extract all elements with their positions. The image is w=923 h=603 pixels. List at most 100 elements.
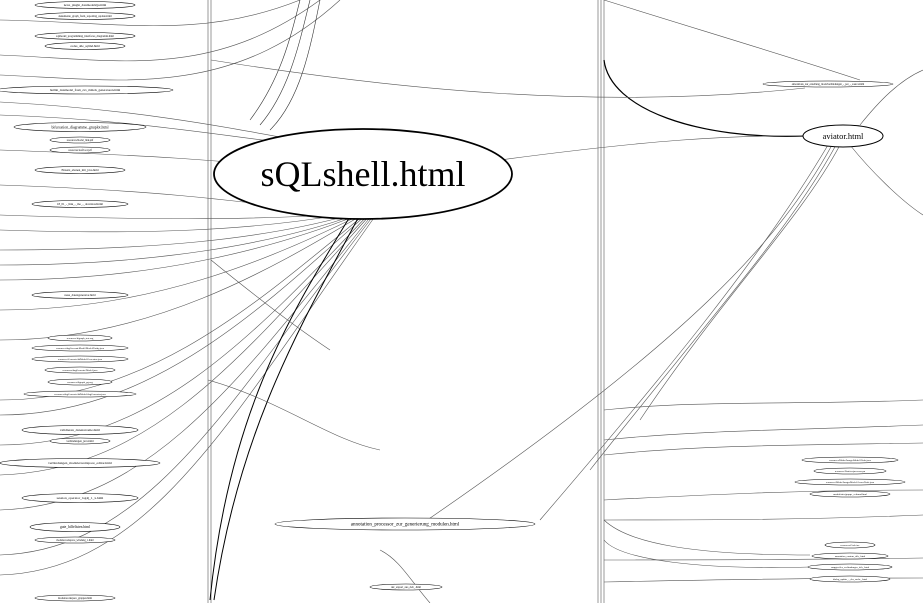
node-ellipse	[49, 146, 111, 154]
graph-node[interactable]: validieren_datenstrome.html	[21, 425, 139, 435]
edge	[603, 442, 923, 456]
node-ellipse	[809, 575, 891, 583]
edge	[207, 379, 381, 451]
graph-node[interactable]: resources/Bilder/ImagesModel/Node.java	[801, 456, 899, 464]
node-label: builtin_datamodel_from_zvs_mittels_gener…	[50, 88, 120, 92]
node-label: neue_datengenerator.html	[64, 293, 95, 297]
node-ellipse	[31, 200, 129, 208]
edge	[249, 0, 301, 121]
node-ellipse	[762, 80, 894, 88]
graph-node[interactable]: session_operator_log4j_1_x.html	[21, 493, 139, 503]
graph-node[interactable]: resources/Code/src	[824, 541, 876, 549]
graph-node[interactable]: cmpgen/des_verbindungen_deb_.html	[807, 563, 893, 571]
edge	[603, 489, 923, 501]
node-ellipse	[213, 128, 513, 220]
node-label: resources/model_link.pdf	[67, 139, 94, 142]
edge	[603, 514, 923, 521]
node-label: Einsatz_ebenen_mit_java.html	[61, 168, 98, 172]
node-label: dialog_update_-_des_sache_.html	[833, 578, 867, 581]
edge	[603, 0, 861, 81]
graph-node[interactable]: news_plugin_datamodel2gu.html	[34, 1, 136, 9]
edge	[259, 0, 311, 126]
node-label: resources/dagGenerate/Model.java	[63, 369, 99, 372]
edge	[603, 424, 923, 441]
node-label: resources/digraph_test.svg	[67, 337, 94, 340]
edge	[859, 69, 923, 126]
graph-node[interactable]: codes_alle_sqlmd.html	[44, 42, 126, 50]
graph-node[interactable]: neue_datengenerator.html	[31, 291, 129, 299]
node-ellipse	[34, 536, 116, 544]
node-label: resources/Code/src	[840, 544, 860, 547]
node-ellipse	[34, 1, 136, 9]
graph-node[interactable]: moduleworkspace_windung_1.html	[34, 536, 116, 544]
node-ellipse	[49, 136, 111, 144]
edge	[0, 214, 361, 311]
edge	[0, 214, 341, 233]
node-label: moduleinfo/gruppe_verbund.html	[833, 493, 867, 496]
graph-node[interactable]: moduleinfo/gruppe_verbund.html	[809, 490, 891, 498]
graph-node[interactable]: resources/dagGenerateModel/Model/Entity.…	[31, 344, 129, 352]
graph-node[interactable]: resources/model_link.pdf	[49, 136, 111, 144]
graph-node[interactable]: moduleworkspace_gruppen.html	[34, 594, 116, 602]
graph-node[interactable]: gute_hilfelisten.html	[29, 522, 121, 532]
edge	[0, 214, 367, 416]
node-label: aviator.html	[823, 131, 864, 141]
edge	[849, 144, 923, 216]
edge	[269, 0, 321, 131]
graph-node[interactable]: Einsatz_ebenen_mit_java.html	[34, 166, 126, 174]
node-ellipse	[47, 334, 113, 342]
graph-node[interactable]: bifurcation_diagramme_gnuplot.html	[13, 122, 147, 132]
node-label: resources/leaf/tool.pdf	[68, 149, 91, 152]
node-ellipse	[21, 493, 139, 503]
graph-node[interactable]: dialog_update_-_des_sache_.html	[809, 575, 891, 583]
graph-node[interactable]: annotation_processor_zur_generierung_mod…	[274, 517, 536, 531]
node-label: gute_hilfelisten.html	[60, 525, 90, 529]
node-ellipse	[809, 490, 891, 498]
graph-node[interactable]: resources/dagGenerate/Model.java	[44, 366, 116, 374]
node-label: verbindungen_modulerweitzpace_editor.htm…	[48, 461, 112, 465]
node-ellipse	[824, 541, 876, 549]
graph-node[interactable]: resources/digraph_pg.svg	[47, 378, 113, 386]
graph-node[interactable]: sqlmodel_programming_interfaces_diagramm…	[34, 32, 136, 40]
graph-node[interactable]: verbindungen_java.html	[49, 437, 111, 445]
node-layer: sQLshell.html aviator.html annotation_proc…	[0, 1, 906, 602]
graph-node[interactable]: builtin_datamodel_from_zvs_mittels_gener…	[0, 85, 174, 95]
graph-node[interactable]: resources/Bilder/ImagesModel/ArrowNode.j…	[794, 478, 906, 486]
edge	[603, 59, 806, 137]
node-label: resources/Generate/ddModel/Generator.jav…	[58, 358, 103, 361]
graph-node[interactable]: annotations_zur_erstellung_modelverbindu…	[762, 80, 894, 88]
node-ellipse	[31, 355, 129, 363]
graph-node[interactable]: resources/Generate/ddModel/Generator.jav…	[31, 355, 129, 363]
graph-node[interactable]: der_export_aus_deb_.html	[369, 583, 443, 591]
node-label: session_operator_log4j_1_x.html	[57, 496, 104, 500]
node-label: resources/dagGenerate/ddModel/dagGenerat…	[54, 393, 106, 396]
node-ellipse	[13, 122, 147, 132]
edge	[0, 214, 351, 251]
node-label: codes_alle_sqlmd.html	[70, 44, 100, 48]
edge	[379, 549, 431, 603]
node-label: verbindungen_java.html	[66, 440, 93, 443]
graph-node[interactable]: sQLshell.html	[213, 128, 513, 220]
graph-node[interactable]: dokumente_graph_from_reporting_update.ht…	[34, 12, 136, 20]
node-ellipse	[274, 517, 536, 531]
graph-node[interactable]: aviator.html	[802, 124, 884, 148]
node-ellipse	[34, 12, 136, 20]
node-ellipse	[807, 563, 893, 571]
node-label: der_export_aus_deb_.html	[391, 586, 421, 589]
graph-node[interactable]: 18_01_-_link_-_mo_-_download.html	[31, 200, 129, 208]
edge	[419, 144, 833, 526]
node-ellipse	[44, 42, 126, 50]
graph-node[interactable]: resources/leaf/tool.pdf	[49, 146, 111, 154]
graph-node[interactable]: resources/Dateien/prozesse.pn	[813, 467, 887, 475]
node-label: resources/digraph_pg.svg	[67, 381, 93, 384]
graph-node[interactable]: resources/dagGenerate/ddModel/dagGenerat…	[23, 390, 137, 398]
node-label: sQLshell.html	[261, 154, 466, 194]
graph-node[interactable]: verbindungen_modulerweitzpace_editor.htm…	[0, 458, 161, 468]
edge	[210, 59, 806, 98]
graph-node[interactable]: annotation_custom_deb_.html	[811, 552, 889, 560]
graph-node[interactable]: resources/digraph_test.svg	[47, 334, 113, 342]
node-ellipse	[369, 583, 443, 591]
node-label: annotations_zur_erstellung_modelverbindu…	[792, 83, 865, 86]
